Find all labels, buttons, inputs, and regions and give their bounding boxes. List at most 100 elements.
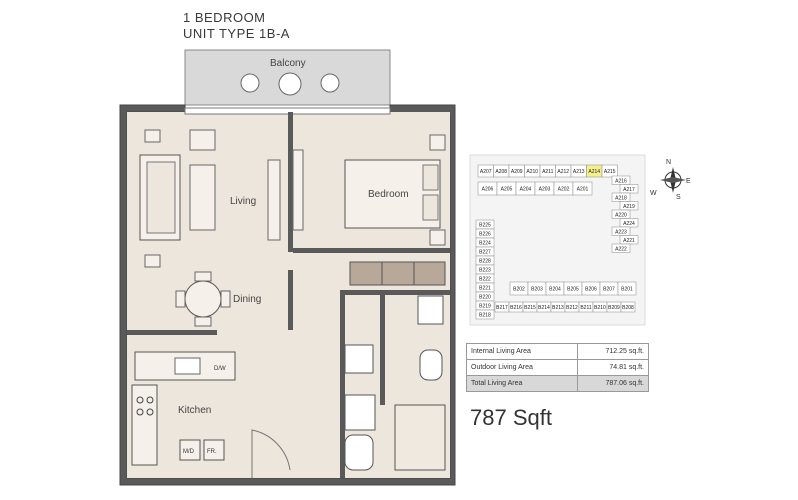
key-plan-unit: A216 bbox=[611, 175, 631, 185]
compass-icon: N E W S bbox=[650, 159, 691, 201]
balcony-chair bbox=[320, 73, 340, 93]
key-plan-unit-label: A220 bbox=[615, 212, 627, 218]
unit-type: UNIT TYPE 1B-A bbox=[183, 26, 290, 41]
key-plan-unit-label: A206 bbox=[482, 187, 494, 193]
armchair bbox=[189, 129, 216, 151]
table-row: Outdoor Living Area 74.81 sq.ft. bbox=[466, 359, 649, 376]
tv-unit bbox=[292, 149, 304, 231]
balcony-door bbox=[184, 107, 391, 115]
key-plan-unit-label: B214 bbox=[538, 305, 550, 311]
key-plan-unit-label: A201 bbox=[577, 187, 589, 193]
key-plan-unit: B205 bbox=[563, 281, 583, 296]
partition-wall bbox=[288, 270, 293, 330]
key-plan-unit-label: A217 bbox=[623, 187, 635, 193]
key-plan-unit-label: B207 bbox=[603, 287, 615, 293]
key-plan-unit: B215 bbox=[522, 301, 538, 313]
key-plan-unit: A222 bbox=[611, 243, 631, 253]
key-plan-unit-label: B203 bbox=[531, 287, 543, 293]
balcony-table bbox=[278, 72, 302, 96]
key-plan-unit: A202 bbox=[553, 181, 574, 196]
key-plan-unit: A219 bbox=[619, 201, 639, 211]
key-plan-unit-label: B221 bbox=[479, 286, 491, 292]
side-table bbox=[144, 254, 161, 268]
key-plan-unit: A204 bbox=[515, 181, 536, 196]
key-plan-unit: B211 bbox=[578, 301, 594, 313]
key-plan-unit: B202 bbox=[509, 281, 529, 296]
key-plan-unit: B221 bbox=[475, 282, 495, 293]
key-plan-unit-label: A214 bbox=[588, 169, 600, 175]
kitchen-label: Kitchen bbox=[178, 405, 211, 416]
key-plan-unit-label: A222 bbox=[615, 246, 627, 252]
key-plan-unit-label: A205 bbox=[501, 187, 513, 193]
living-label: Living bbox=[230, 196, 256, 207]
area-table: Internal Living Area 712.25 sq.ft. Outdo… bbox=[466, 343, 649, 392]
dishwasher-label: D/W bbox=[214, 366, 226, 372]
key-plan-unit: A221 bbox=[619, 235, 639, 245]
bath-wall bbox=[380, 295, 385, 405]
key-plan-unit: B204 bbox=[545, 281, 565, 296]
hob-burner bbox=[146, 396, 154, 404]
key-plan-unit: B217 bbox=[494, 301, 510, 313]
key-plan-unit-label: B211 bbox=[580, 305, 592, 311]
key-plan-unit: A209 bbox=[508, 164, 525, 178]
unit-title: 1 BEDROOM UNIT TYPE 1B-A bbox=[183, 10, 290, 42]
bedroom-count: 1 BEDROOM bbox=[183, 10, 266, 25]
area-value: 787.06 sq.ft. bbox=[577, 375, 649, 392]
key-plan-unit-label: B219 bbox=[479, 304, 491, 310]
key-plan-unit: A201 bbox=[572, 181, 593, 196]
key-plan-unit-label: A215 bbox=[604, 169, 616, 175]
balcony-label: Balcony bbox=[270, 58, 306, 69]
key-plan-unit: A217 bbox=[619, 184, 639, 194]
hob-burner bbox=[146, 408, 154, 416]
key-plan-unit-label: A221 bbox=[623, 238, 635, 244]
partition-wall bbox=[288, 112, 293, 252]
bath-sink bbox=[417, 295, 444, 325]
key-plan-unit: B203 bbox=[527, 281, 547, 296]
fridge-label: FR. bbox=[207, 449, 217, 455]
hob-burner bbox=[136, 396, 144, 404]
key-plan-unit: A212 bbox=[555, 164, 572, 178]
key-plan-unit: B222 bbox=[475, 273, 495, 284]
pillow bbox=[422, 194, 439, 221]
key-plan-unit-label: B215 bbox=[524, 305, 536, 311]
key-plan-unit: A210 bbox=[524, 164, 541, 178]
key-plan-unit-label: A216 bbox=[615, 178, 627, 184]
compass-s: S bbox=[676, 194, 681, 200]
key-plan-unit-label: B218 bbox=[479, 313, 491, 319]
key-plan-unit: B224 bbox=[475, 237, 495, 248]
key-plan-unit-label: B222 bbox=[479, 277, 491, 283]
key-plan-unit: B225 bbox=[475, 219, 495, 230]
sofa-cushion bbox=[146, 161, 176, 234]
key-plan-unit-label: B209 bbox=[608, 305, 620, 311]
key-plan-unit-label: B205 bbox=[567, 287, 579, 293]
key-plan-unit-label: A203 bbox=[539, 187, 551, 193]
shower bbox=[394, 404, 446, 471]
key-plan-unit-label: A209 bbox=[511, 169, 523, 175]
key-plan-unit-label: B224 bbox=[479, 241, 491, 247]
key-plan-unit: B226 bbox=[475, 228, 495, 239]
coffee-table bbox=[189, 164, 216, 231]
powder-toilet bbox=[344, 434, 374, 471]
key-plan-unit: A207 bbox=[477, 164, 494, 178]
table-row: Total Living Area 787.06 sq.ft. bbox=[466, 375, 649, 392]
dining-label: Dining bbox=[233, 294, 261, 305]
key-plan-unit: A214 bbox=[586, 164, 603, 178]
key-plan-unit: B201 bbox=[617, 281, 637, 296]
compass-e: E bbox=[686, 178, 691, 185]
powder-sink bbox=[344, 344, 374, 374]
key-plan-unit-label: A218 bbox=[615, 195, 627, 201]
area-value: 712.25 sq.ft. bbox=[577, 343, 649, 360]
md-label: M/D bbox=[183, 449, 195, 455]
key-plan-unit: A205 bbox=[496, 181, 517, 196]
key-plan-unit-label: B206 bbox=[585, 287, 597, 293]
compass-w: W bbox=[650, 190, 657, 197]
key-plan-unit-label: B201 bbox=[621, 287, 633, 293]
key-plan-unit-label: B228 bbox=[479, 259, 491, 265]
key-plan-unit-label: A204 bbox=[520, 187, 532, 193]
key-plan-unit-label: A212 bbox=[557, 169, 569, 175]
key-plan-unit: B220 bbox=[475, 291, 495, 302]
key-plan-unit-label: B227 bbox=[479, 250, 491, 256]
area-label: Total Living Area bbox=[466, 375, 578, 392]
side-table bbox=[144, 129, 161, 143]
compass-n: N bbox=[666, 159, 671, 166]
